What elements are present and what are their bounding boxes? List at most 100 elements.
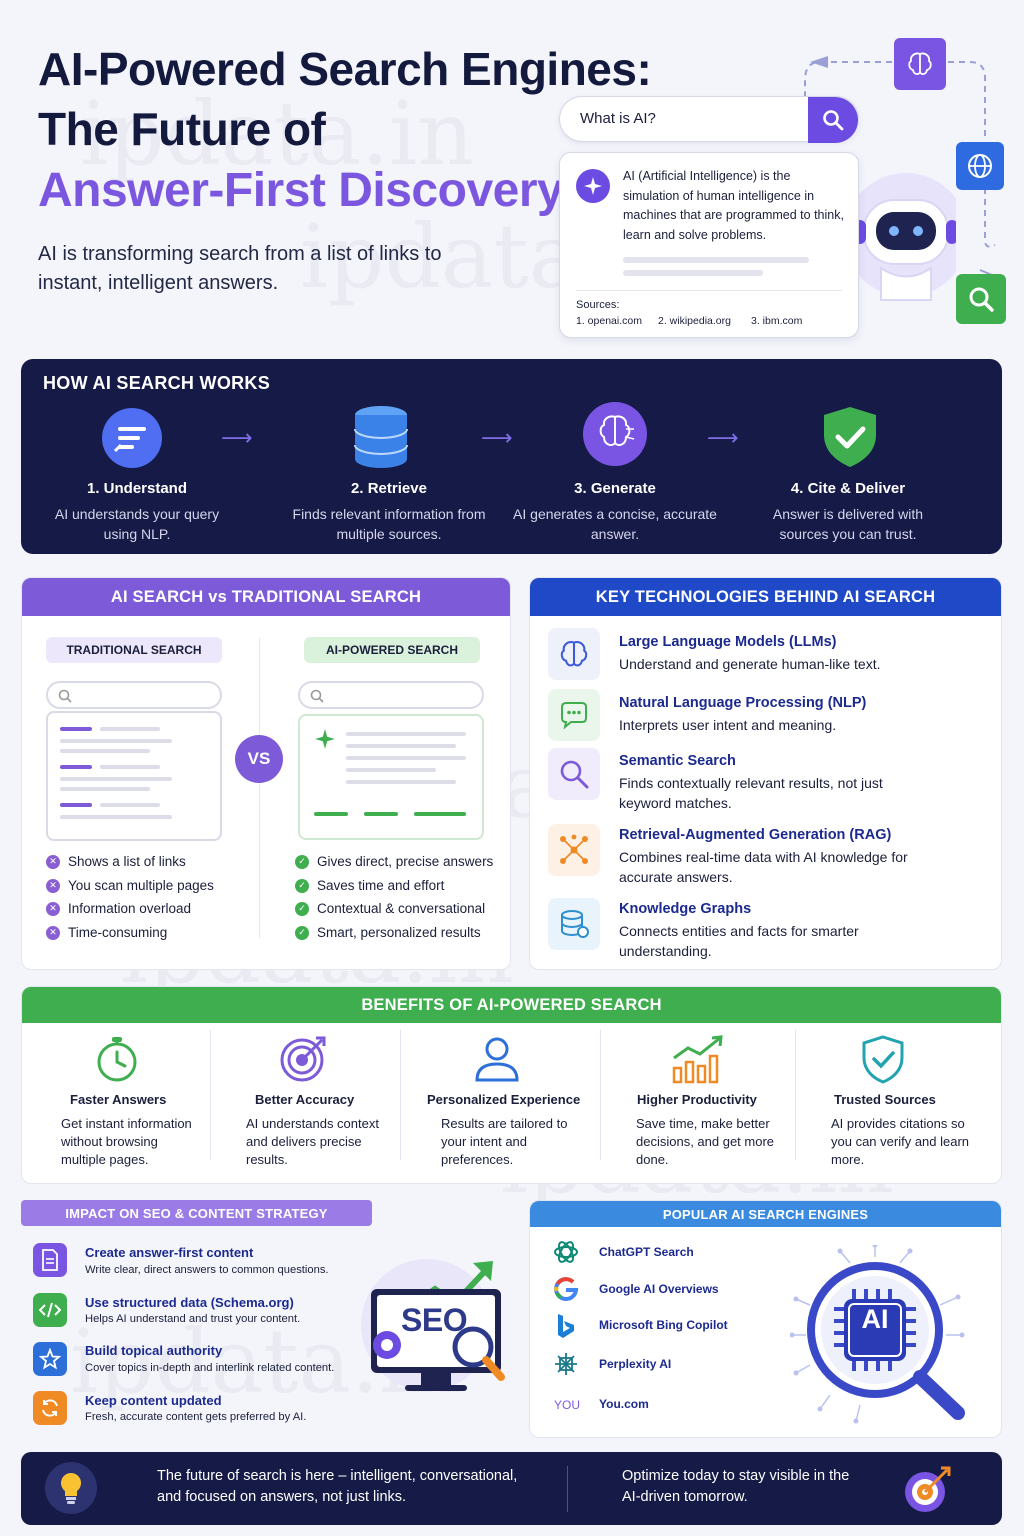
section-title: KEY TECHNOLOGIES BEHIND AI SEARCH [530,578,1001,616]
you-icon: YOU [553,1398,580,1412]
footer-banner: The future of search is here – intellige… [21,1452,1002,1525]
check-icon: ✓ [295,901,309,916]
engine-name: Perplexity AI [599,1357,672,1371]
seo-item-title: Keep content updated [85,1393,222,1408]
placeholder-line [623,257,809,263]
benefit-title: Higher Productivity [637,1092,757,1107]
demo-search-bar[interactable]: What is AI? [559,96,859,143]
seo-badge: SEO [401,1302,468,1338]
seo-item-title: Build topical authority [85,1343,223,1358]
seo-monitor-illustration [361,1259,505,1391]
tech-desc: Interprets user intent and meaning. [619,717,837,733]
chat-bubble-icon [548,689,600,741]
document-icon [33,1243,67,1277]
tech-desc: Understand and generate human-like text. [619,656,881,672]
page-title-line-3: Answer-First Discovery [38,164,564,217]
ai-results-mock [298,714,484,840]
benefit-title: Better Accuracy [255,1092,355,1107]
traditional-label: TRADITIONAL SEARCH [46,637,222,663]
benefits-panel: BENEFITS OF AI-POWERED SEARCH [21,986,1002,1184]
step-desc: AI generates a concise, accurate answer. [513,506,717,542]
step-desc: Answer is delivered with sources you can… [772,506,924,542]
benefit-desc: Results are tailored to your intent and … [441,1116,568,1167]
engine-name: Microsoft Bing Copilot [599,1318,728,1332]
growth-chart-icon [670,1034,726,1084]
seo-item-desc: Helps AI understand and trust your conte… [85,1313,301,1325]
benefit-title: Faster Answers [70,1092,167,1107]
cross-icon: ✕ [46,854,60,869]
openai-icon [551,1237,581,1267]
target-icon [278,1034,328,1084]
text-lines-icon [101,407,163,469]
step-title: 1. Understand [86,480,188,497]
list-item: ✓Gives direct, precise answers [295,854,493,869]
target-icon [901,1464,953,1516]
shield-check-icon [821,405,879,469]
cross-icon: ✕ [46,878,60,893]
search-icon [956,274,1006,324]
tech-title: Knowledge Graphs [619,901,752,917]
seo-item-title: Use structured data (Schema.org) [85,1295,294,1310]
tech-desc: Finds contextually relevant results, not… [619,775,883,811]
source-link[interactable]: 2. wikipedia.org [658,315,731,327]
database-stack-icon [548,898,600,950]
ai-chip-illustration [790,1245,965,1424]
source-link[interactable]: 1. openai.com [576,315,642,327]
tech-title: Natural Language Processing (NLP) [619,695,867,711]
seo-item-desc: Write clear, direct answers to common qu… [85,1264,329,1276]
tech-desc: Connects entities and facts for smarter … [619,923,859,959]
source-link[interactable]: 3. ibm.com [751,315,803,327]
how-section: HOW AI SEARCH WORKS ⟶ ⟶ ⟶ 1. Understand … [21,359,1002,554]
section-title: BENEFITS OF AI-POWERED SEARCH [22,987,1001,1023]
benefit-desc: AI understands context and delivers prec… [246,1116,379,1167]
star-icon [33,1342,67,1376]
perplexity-icon [551,1349,581,1379]
demo-answer-text: AI (Artificial Intelligence) is the simu… [623,169,844,242]
section-title: POPULAR AI SEARCH ENGINES [530,1201,1001,1227]
step-desc: AI understands your query using NLP. [54,506,220,542]
tech-desc: Combines real-time data with AI knowledg… [619,849,908,885]
engine-name: You.com [599,1397,649,1411]
tech-panel: KEY TECHNOLOGIES BEHIND AI SEARCH Large … [529,577,1002,970]
benefit-desc: AI provides citations so you can verify … [831,1116,970,1167]
page-subtitle: AI is transforming search from a list of… [38,243,442,294]
list-item: ✕Time-consuming [46,925,167,940]
arrow-right-icon: ⟶ [481,425,513,450]
check-icon: ✓ [295,925,309,940]
list-item: ✕Information overload [46,901,191,916]
section-title: HOW AI SEARCH WORKS [43,373,271,393]
search-icon [823,110,844,131]
brain-icon [548,628,600,680]
list-item: ✕Shows a list of links [46,854,186,869]
ai-label: AI-POWERED SEARCH [304,637,480,663]
sources-label: Sources: [576,299,620,311]
arrow-right-icon: ⟶ [221,425,253,450]
database-icon [353,405,409,469]
seo-item-title: Create answer-first content [85,1245,254,1260]
seo-item-desc: Cover topics in-depth and interlink rela… [85,1362,335,1374]
placeholder-line [623,270,763,276]
list-item: ✓Saves time and effort [295,878,444,893]
magnifier-icon [548,748,600,800]
robot-icon [846,173,956,301]
refresh-icon [33,1391,67,1425]
sparkle-icon [576,169,610,203]
search-button[interactable] [808,97,858,143]
globe-icon [956,142,1004,190]
bing-icon [551,1311,581,1341]
list-item: ✕You scan multiple pages [46,878,214,893]
brain-icon [582,401,648,467]
traditional-search-input [46,681,222,709]
tech-title: Large Language Models (LLMs) [619,634,837,650]
check-icon: ✓ [295,854,309,869]
footer-right-text: Optimize today to stay visible in the AI… [622,1468,850,1505]
check-icon: ✓ [295,878,309,893]
step-title: 2. Retrieve [351,480,427,497]
benefit-desc: Get instant information without browsing… [61,1116,192,1167]
ai-search-input [298,681,484,709]
page-title-line-1: AI-Powered Search Engines: [38,43,652,95]
step-title: 3. Generate [574,480,656,497]
page-title-line-2: The Future of [38,103,326,155]
search-icon [58,689,72,703]
section-title: IMPACT ON SEO & CONTENT STRATEGY [21,1200,372,1226]
